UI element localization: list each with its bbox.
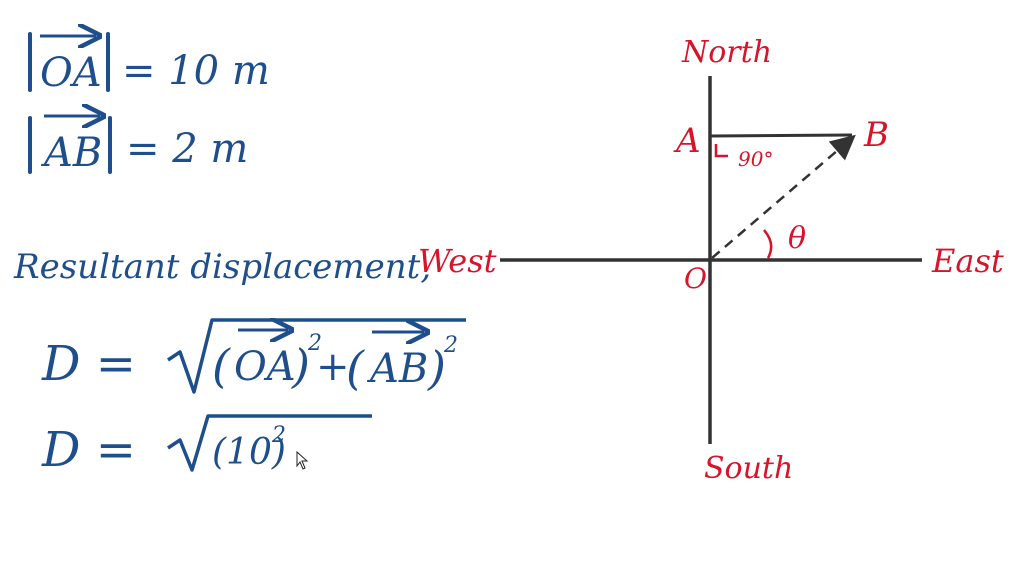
label-b: B bbox=[863, 115, 889, 155]
label-east: East bbox=[931, 242, 1004, 280]
eq1-exp1: 2 bbox=[307, 331, 322, 356]
label-south: South bbox=[704, 451, 793, 486]
eq2-term: (10) bbox=[212, 432, 286, 473]
equation-2: D = (10) 2 bbox=[41, 414, 372, 478]
oa-vector-label: OA bbox=[40, 50, 102, 96]
oa-value: = 10 m bbox=[122, 48, 270, 94]
label-right-angle: 90° bbox=[738, 147, 773, 171]
label-origin: O bbox=[684, 262, 707, 295]
svg-text:(: ( bbox=[346, 341, 365, 395]
ab-vector-label: AB bbox=[40, 130, 102, 176]
equation-1: D = ( OA ) 2 + ( AB ) 2 bbox=[41, 320, 466, 395]
segment-ab bbox=[709, 133, 853, 138]
sqrt-sign-1 bbox=[167, 318, 466, 394]
given-ab: AB = 2 m bbox=[28, 116, 248, 176]
eq1-exp2: 2 bbox=[443, 333, 458, 358]
heading-resultant: Resultant displacement, bbox=[13, 247, 431, 287]
right-angle-mark bbox=[714, 144, 728, 158]
label-a: A bbox=[673, 121, 701, 161]
label-west: West bbox=[418, 242, 497, 280]
resultant-ob bbox=[711, 134, 856, 259]
eq1-lhs: D = bbox=[41, 336, 136, 392]
label-theta: θ bbox=[788, 221, 806, 256]
svg-text:): ) bbox=[291, 339, 310, 393]
compass-diagram: North South East West O A B 90° θ bbox=[418, 35, 1004, 486]
mouse-pointer-icon bbox=[296, 450, 309, 470]
angle-arc bbox=[763, 229, 773, 259]
sqrt-sign-2 bbox=[167, 414, 372, 472]
svg-text:(: ( bbox=[212, 339, 231, 393]
ab-value: = 2 m bbox=[126, 126, 248, 172]
eq1-term1: OA bbox=[234, 344, 296, 390]
eq2-lhs: D = bbox=[41, 422, 136, 478]
svg-text:): ) bbox=[427, 341, 446, 395]
eq2-exp: 2 bbox=[271, 423, 286, 448]
given-oa: OA = 10 m bbox=[28, 34, 270, 96]
eq1-plus: + bbox=[316, 344, 350, 390]
eq1-term2: AB bbox=[366, 346, 428, 392]
label-north: North bbox=[681, 35, 772, 70]
